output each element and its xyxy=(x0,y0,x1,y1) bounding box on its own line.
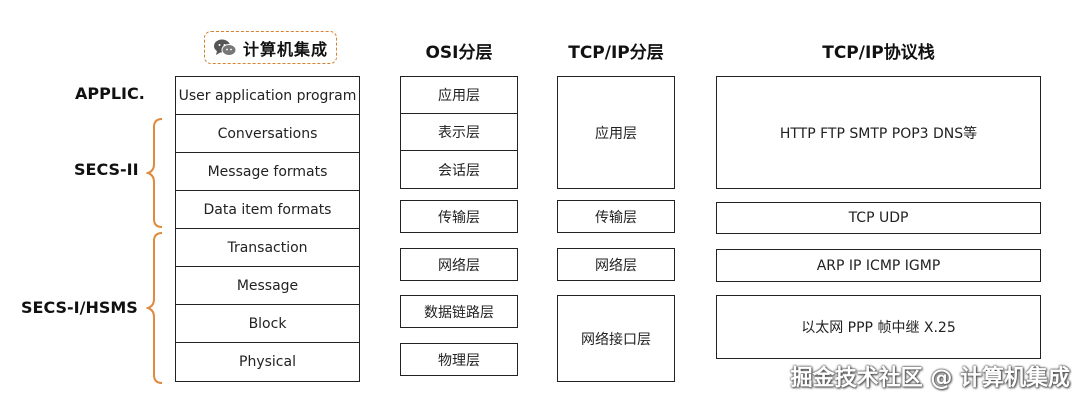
osi-layer-application: 应用层 xyxy=(400,76,518,114)
osi-layer-network: 网络层 xyxy=(400,248,518,281)
logo-text: 计算机集成 xyxy=(242,39,328,59)
tcpip-stack-link: 以太网 PPP 帧中继 X.25 xyxy=(716,295,1041,359)
watermark: 掘金技术社区 @ 计算机集成 xyxy=(790,366,1070,391)
osi-layer-physical: 物理层 xyxy=(400,343,518,376)
tcpip-stack-network: ARP IP ICMP IGMP xyxy=(716,249,1041,282)
secs-layer-block: Block xyxy=(175,304,360,343)
logo-badge: 计算机集成 xyxy=(204,31,337,64)
secs-layer-data-item-formats: Data item formats xyxy=(175,190,360,229)
tcpip-layer-transport: 传输层 xyxy=(557,200,675,233)
tcpip-layer-network-interface: 网络接口层 xyxy=(557,295,675,382)
secs-layer-message-formats: Message formats xyxy=(175,152,360,191)
label-secs1-hsms: SECS-I/HSMS xyxy=(21,298,138,317)
secs-layer-conversations: Conversations xyxy=(175,114,360,153)
secs-layer-message: Message xyxy=(175,266,360,305)
osi-layer-session: 会话层 xyxy=(400,150,518,189)
tcpip-layer-network: 网络层 xyxy=(557,248,675,281)
osi-layer-transport: 传输层 xyxy=(400,200,518,233)
wechat-icon xyxy=(213,39,237,56)
osi-layer-presentation: 表示层 xyxy=(400,113,518,151)
label-secs2: SECS-II xyxy=(74,160,139,179)
brace-secs1-hsms xyxy=(146,232,163,384)
tcpip-stack-application: HTTP FTP SMTP POP3 DNS等 xyxy=(716,76,1041,189)
secs-layer-user-application: User application program xyxy=(175,76,360,115)
label-applic: APPLIC. xyxy=(75,84,145,103)
tcpip-layer-application: 应用层 xyxy=(557,76,675,189)
brace-secs2 xyxy=(146,118,163,228)
secs-layer-physical: Physical xyxy=(175,342,360,382)
header-tcpip-layers: TCP/IP分层 xyxy=(568,43,664,63)
header-osi: OSI分层 xyxy=(425,43,493,63)
osi-layer-data-link: 数据链路层 xyxy=(400,295,518,328)
tcpip-stack-transport: TCP UDP xyxy=(716,202,1041,234)
secs-layer-transaction: Transaction xyxy=(175,228,360,267)
header-tcpip-stack: TCP/IP协议栈 xyxy=(822,43,935,63)
